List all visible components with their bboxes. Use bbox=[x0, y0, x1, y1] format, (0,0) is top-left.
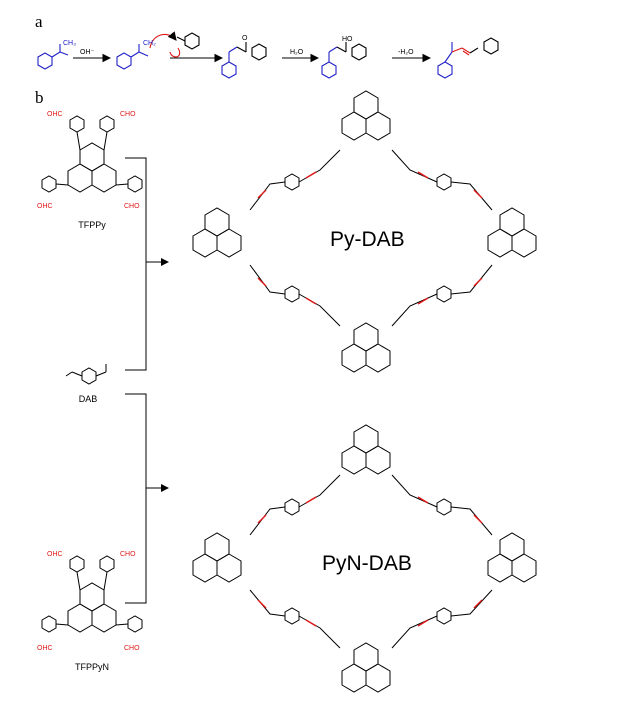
tfppy-cho-3: OHC bbox=[37, 203, 53, 210]
bracket-lines bbox=[125, 157, 169, 604]
alkoxide-adduct bbox=[221, 42, 267, 79]
dab-structure bbox=[65, 364, 107, 385]
chalcone bbox=[437, 37, 499, 79]
tfppyn-cho-4: CHO bbox=[124, 645, 140, 652]
tfppy-cho-1: OHC bbox=[47, 111, 63, 118]
panel-label-b: b bbox=[35, 88, 44, 107]
o-minus-label: O bbox=[242, 35, 248, 42]
ch2-label: CH₂ bbox=[143, 40, 156, 47]
tfppy-cho-2: CHO bbox=[120, 111, 136, 118]
reagent-h2o: H₂O bbox=[290, 49, 304, 56]
tfppyn-structure bbox=[41, 555, 143, 633]
tfppy-cho-4: CHO bbox=[124, 203, 140, 210]
acetophenone bbox=[37, 44, 69, 70]
tfppy-label: TFPPy bbox=[78, 220, 106, 230]
py-dab-enone-highlights bbox=[257, 171, 483, 305]
reaction-scheme bbox=[37, 31, 499, 79]
py-dab-title: Py-DAB bbox=[330, 228, 405, 251]
panel-label-a: a bbox=[35, 12, 43, 31]
enolate bbox=[116, 44, 149, 70]
reagent-oh: OH⁻ bbox=[80, 49, 95, 56]
benzaldehyde bbox=[176, 32, 200, 50]
pyn-dab-framework bbox=[192, 424, 537, 693]
tfppyn-cho-3: OHC bbox=[37, 645, 53, 652]
tfppyn-label: TFPPyN bbox=[74, 662, 109, 672]
tfppy-structure bbox=[41, 115, 143, 193]
reagent-minus-h2o: -H₂O bbox=[398, 49, 414, 56]
py-dab-framework bbox=[192, 90, 537, 373]
ch3-label: CH₃ bbox=[63, 40, 76, 47]
electron-arrow bbox=[149, 31, 177, 49]
tfppyn-cho-2: CHO bbox=[120, 551, 136, 558]
dab-label: DAB bbox=[78, 394, 98, 404]
pyn-dab-enone-highlights bbox=[257, 496, 483, 627]
pyn-dab-title: PyN-DAB bbox=[322, 552, 412, 575]
ho-label: HO bbox=[342, 36, 353, 43]
tfppyn-cho-1: OHC bbox=[47, 551, 63, 558]
aldol-product bbox=[321, 42, 367, 79]
